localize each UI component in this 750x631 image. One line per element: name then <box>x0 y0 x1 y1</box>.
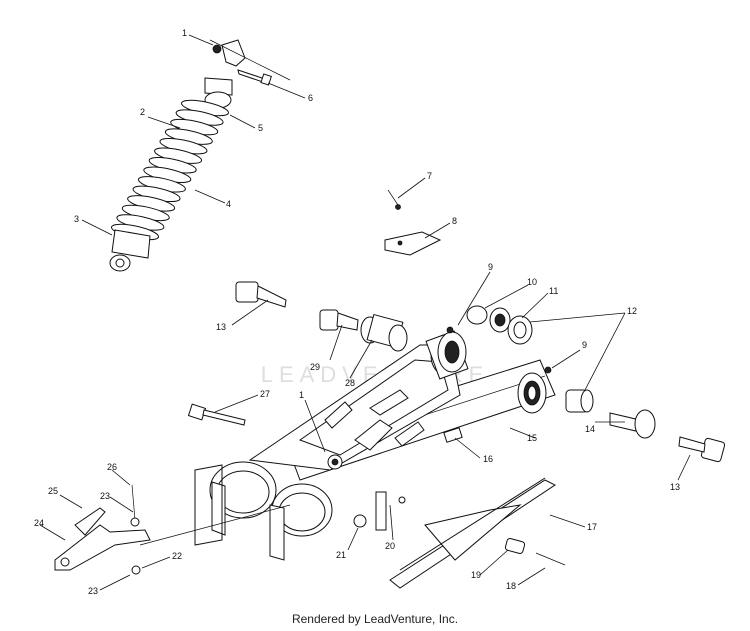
callout-2: 2 <box>140 107 145 117</box>
callout-19: 19 <box>471 570 481 580</box>
pivot-bolt-right <box>678 436 726 463</box>
leader-lines <box>39 34 691 591</box>
callout-23-bottom: 23 <box>88 586 98 596</box>
footer-credit: Rendered by LeadVenture, Inc. <box>291 612 459 626</box>
callout-labels: 1 2 3 4 5 6 7 8 9 10 11 12 13 13 15 16 1… <box>34 28 680 596</box>
callout-12: 12 <box>627 306 637 316</box>
slide-rail <box>389 477 556 589</box>
callout-27: 27 <box>260 389 270 399</box>
callout-21: 21 <box>336 550 346 560</box>
spacer <box>360 313 408 352</box>
callout-7: 7 <box>427 171 432 181</box>
callout-9-lower: 9 <box>582 340 587 350</box>
callout-28: 28 <box>345 378 355 388</box>
callout-18: 18 <box>506 581 516 591</box>
nut-washer-stack <box>466 305 533 345</box>
callout-14: 14 <box>585 424 595 434</box>
callout-3: 3 <box>74 214 79 224</box>
long-bolt <box>187 403 246 426</box>
linkage-bracket <box>54 484 291 575</box>
callout-15: 15 <box>527 433 537 443</box>
shock-absorber <box>109 39 291 272</box>
pivot-bolt-14 <box>609 409 656 439</box>
callout-1: 1 <box>182 28 187 38</box>
callout-1-lower: 1 <box>299 390 304 400</box>
bushing <box>319 309 359 331</box>
callout-22: 22 <box>172 551 182 561</box>
callout-11: 11 <box>549 286 558 296</box>
callout-5: 5 <box>258 123 263 133</box>
callout-20: 20 <box>385 541 395 551</box>
callout-6: 6 <box>308 93 313 103</box>
callout-17: 17 <box>587 522 597 532</box>
callout-24: 24 <box>34 518 44 528</box>
callout-9: 9 <box>488 262 493 272</box>
cover-plate <box>384 231 442 256</box>
callout-13-left: 13 <box>216 322 226 332</box>
callout-25: 25 <box>48 486 58 496</box>
callout-13-right: 13 <box>670 482 680 492</box>
swing-arm <box>194 330 556 561</box>
callout-8: 8 <box>452 216 457 226</box>
spring <box>110 99 230 241</box>
callout-10: 10 <box>527 277 537 287</box>
pivot-bolt-left <box>235 281 287 308</box>
callout-4: 4 <box>226 199 231 209</box>
exploded-parts-diagram: 1 2 3 4 5 6 7 8 9 10 11 12 13 13 15 16 1… <box>34 28 726 596</box>
callout-16: 16 <box>483 454 493 464</box>
callout-23-top: 23 <box>100 491 110 501</box>
callout-26: 26 <box>107 462 117 472</box>
callout-29: 29 <box>310 362 320 372</box>
bushing-right <box>565 389 594 413</box>
